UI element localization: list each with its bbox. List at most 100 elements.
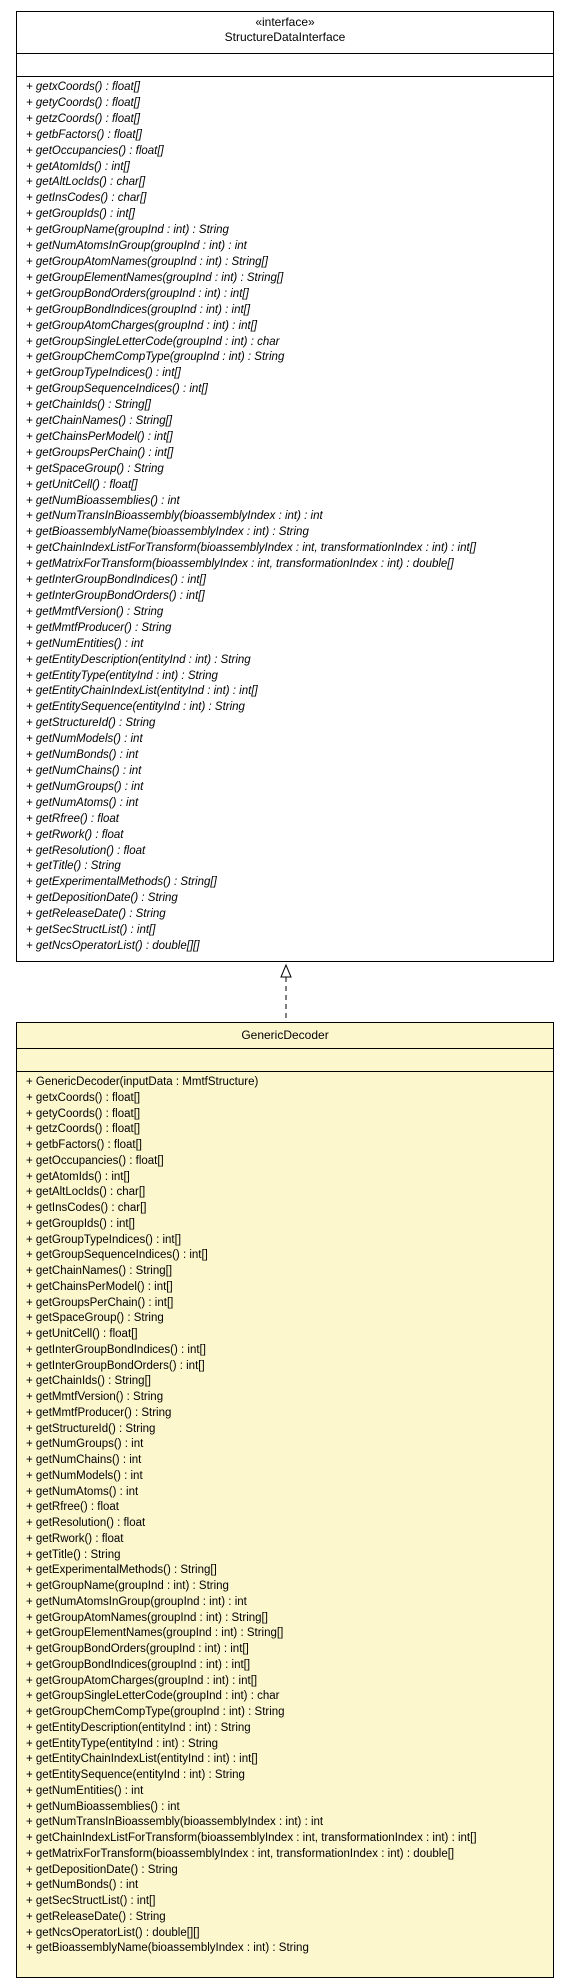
interface-operation: + getGroupBondOrders(groupInd : int) : i… <box>26 287 249 300</box>
realization-arrow <box>280 964 292 1022</box>
interface-operation: + getbFactors() : float[] <box>26 128 143 141</box>
interface-operation: + getGroupName(groupInd : int) : String <box>26 224 229 237</box>
class-name: GenericDecoder <box>241 1028 329 1042</box>
interface-operation: + getReleaseDate() : String <box>26 908 166 921</box>
class-operation: + getGroupSequenceIndices() : int[] <box>26 1249 208 1262</box>
class-operation: + getNumAtomsInGroup(groupInd : int) : i… <box>26 1595 247 1608</box>
interface-operation: + getzCoords() : float[] <box>26 112 141 125</box>
interface-operation: + getMmtfProducer() : String <box>26 621 172 634</box>
interface-operation: + getAltLocIds() : char[] <box>26 176 146 189</box>
interface-operation: + getAtomIds() : int[] <box>26 160 130 173</box>
interface-attributes-compartment <box>17 54 553 77</box>
interface-operation: + getTitle() : String <box>26 860 121 873</box>
interface-operation: + getStructureId() : String <box>26 717 156 730</box>
interface-operation: + getChainNames() : String[] <box>26 415 173 428</box>
class-operation: + getGroupAtomCharges(groupInd : int) : … <box>26 1674 258 1687</box>
class-operation: + getInterGroupBondIndices() : int[] <box>26 1343 206 1356</box>
class-operation: + getRwork() : float <box>26 1532 124 1545</box>
class-genericdecoder[interactable]: GenericDecoder + GenericDecoder(inputDat… <box>16 1022 554 1978</box>
class-header: GenericDecoder <box>17 1023 553 1049</box>
interface-operation: + getChainIds() : String[] <box>26 399 151 412</box>
interface-operation: + getBioassemblyName(bioassemblyIndex : … <box>26 526 309 539</box>
class-operation: + getRfree() : float <box>26 1501 119 1514</box>
class-operation: + getSecStructList() : int[] <box>26 1895 156 1907</box>
interface-operation: + getMmtfVersion() : String <box>26 605 164 618</box>
class-operation: + getOccupancies() : float[] <box>26 1154 164 1167</box>
interface-operation: + getGroupSequenceIndices() : int[] <box>26 383 208 396</box>
class-operation: + getGroupBondIndices(groupInd : int) : … <box>26 1658 251 1671</box>
class-operation: + getAtomIds() : int[] <box>26 1170 130 1183</box>
interface-name: StructureDataInterface <box>224 30 346 44</box>
class-operation: + getGroupIds() : int[] <box>26 1217 135 1230</box>
interface-operation: + getGroupAtomNames(groupInd : int) : St… <box>26 255 268 268</box>
class-operation: + getGroupChemCompType(groupInd : int) :… <box>26 1706 285 1718</box>
class-operation: + getNumEntities() : int <box>26 1784 144 1797</box>
class-operation: + getGroupsPerChain() : int[] <box>26 1296 174 1309</box>
class-operation: + getExperimentalMethods() : String[] <box>26 1564 217 1577</box>
class-operation: + getResolution() : float <box>26 1517 146 1529</box>
class-operation: + getNumTransInBioassembly(bioassemblyIn… <box>26 1816 324 1829</box>
class-operation: + getDepositionDate() : String <box>26 1863 178 1876</box>
interface-operations-compartment: + getxCoords() : float[] + getyCoords() :… <box>17 77 553 955</box>
interface-operation: + getEntityDescription(entityInd : int) … <box>26 653 251 666</box>
interface-operation: + getInterGroupBondOrders() : int[] <box>26 590 205 602</box>
class-operation: + getGroupElementNames(groupInd : int) :… <box>26 1627 284 1640</box>
interface-operation: + getResolution() : float <box>26 844 146 857</box>
interface-operation: + getNumEntities() : int <box>26 637 144 650</box>
interface-operation: + getOccupancies() : float[] <box>26 144 164 157</box>
class-operation: + getReleaseDate() : String <box>26 1910 166 1923</box>
interface-operation: + getRfree() : float <box>26 812 119 825</box>
class-operation: + getbFactors() : float[] <box>26 1139 143 1151</box>
class-operation: + getGroupSingleLetterCode(groupInd : in… <box>26 1690 280 1703</box>
class-operation: + getAltLocIds() : char[] <box>26 1186 146 1199</box>
interface-operation: + getEntityType(entityInd : int) : Strin… <box>26 669 218 682</box>
interface-stereotype: «interface» <box>255 15 315 29</box>
interface-operation: + getGroupIds() : int[] <box>26 208 135 221</box>
class-operation: + getNumChains() : int <box>26 1454 142 1466</box>
interface-operation: + getRwork() : float <box>26 828 124 841</box>
interface-operation: + getChainIndexListForTransform(bioassem… <box>26 542 477 555</box>
interface-operation: + getNumBonds() : int <box>26 749 139 762</box>
class-operation: + getEntityType(entityInd : int) : Strin… <box>26 1737 219 1750</box>
class-operation: + getChainIds() : String[] <box>26 1375 151 1388</box>
class-operation: + getGroupName(groupInd : int) : String <box>26 1580 229 1592</box>
interface-operation: + getyCoords() : float[] <box>26 96 141 109</box>
interface-operation: + getSpaceGroup() : String <box>26 462 164 475</box>
class-operation: + getGroupAtomNames(groupInd : int) : St… <box>26 1611 268 1624</box>
interface-operation: + getNcsOperatorList() : double[][] <box>26 939 200 952</box>
class-operation: + getMmtfVersion() : String <box>26 1391 164 1403</box>
class-operation: + getxCoords() : float[] <box>26 1091 141 1104</box>
class-operation: + getChainsPerModel() : int[] <box>26 1280 173 1293</box>
interface-operation: + getEntityChainIndexList(entityInd : in… <box>26 685 258 698</box>
class-operation: + getEntitySequence(entityInd : int) : S… <box>26 1769 245 1781</box>
class-operations-compartment: + GenericDecoder(inputData : MmtfStructu… <box>17 1072 553 1957</box>
interface-operation: + getGroupElementNames(groupInd : int) :… <box>26 271 284 284</box>
class-operation: + getyCoords() : float[] <box>26 1107 141 1120</box>
class-operation: + getStructureId() : String <box>26 1422 156 1435</box>
interface-operation: + getGroupAtomCharges(groupInd : int) : … <box>26 319 258 332</box>
class-operation: + getNumGroups() : int <box>26 1438 144 1451</box>
interface-operation: + getInterGroupBondIndices() : int[] <box>26 574 206 587</box>
interface-operation: + getExperimentalMethods() : String[] <box>26 876 217 889</box>
interface-header: «interface» StructureDataInterface <box>17 12 553 54</box>
interface-operation: + getGroupSingleLetterCode(groupInd : in… <box>26 335 280 348</box>
interface-structuredatainterface[interactable]: «interface» StructureDataInterface + get… <box>16 11 554 962</box>
class-operation: + getEntityChainIndexList(entityInd : in… <box>26 1753 258 1766</box>
class-operation: + getNumBonds() : int <box>26 1879 139 1892</box>
interface-operation: + getGroupChemCompType(groupInd : int) :… <box>26 351 285 364</box>
class-operation: + getzCoords() : float[] <box>26 1123 141 1136</box>
interface-operation: + getNumBioassemblies() : int <box>26 494 180 507</box>
interface-operation: + getNumModels() : int <box>26 733 143 746</box>
interface-operation: + getMatrixForTransform(bioassemblyIndex… <box>26 558 454 571</box>
interface-operation: + getNumChains() : int <box>26 764 142 777</box>
interface-operation: + getNumAtoms() : int <box>26 796 139 809</box>
interface-operation: + getDepositionDate() : String <box>26 892 178 905</box>
class-operation: + getMatrixForTransform(bioassemblyIndex… <box>26 1847 455 1860</box>
interface-operation: + getxCoords() : float[] <box>26 81 141 93</box>
class-operation: + getBioassemblyName(bioassemblyIndex : … <box>26 1942 309 1955</box>
class-operation: + GenericDecoder(inputData : MmtfStructu… <box>26 1076 259 1088</box>
interface-operation: + getGroupsPerChain() : int[] <box>26 446 174 459</box>
class-operation: + getSpaceGroup() : String <box>26 1312 164 1325</box>
class-operation: + getNumAtoms() : int <box>26 1485 139 1498</box>
class-operation: + getInsCodes() : char[] <box>26 1202 147 1214</box>
